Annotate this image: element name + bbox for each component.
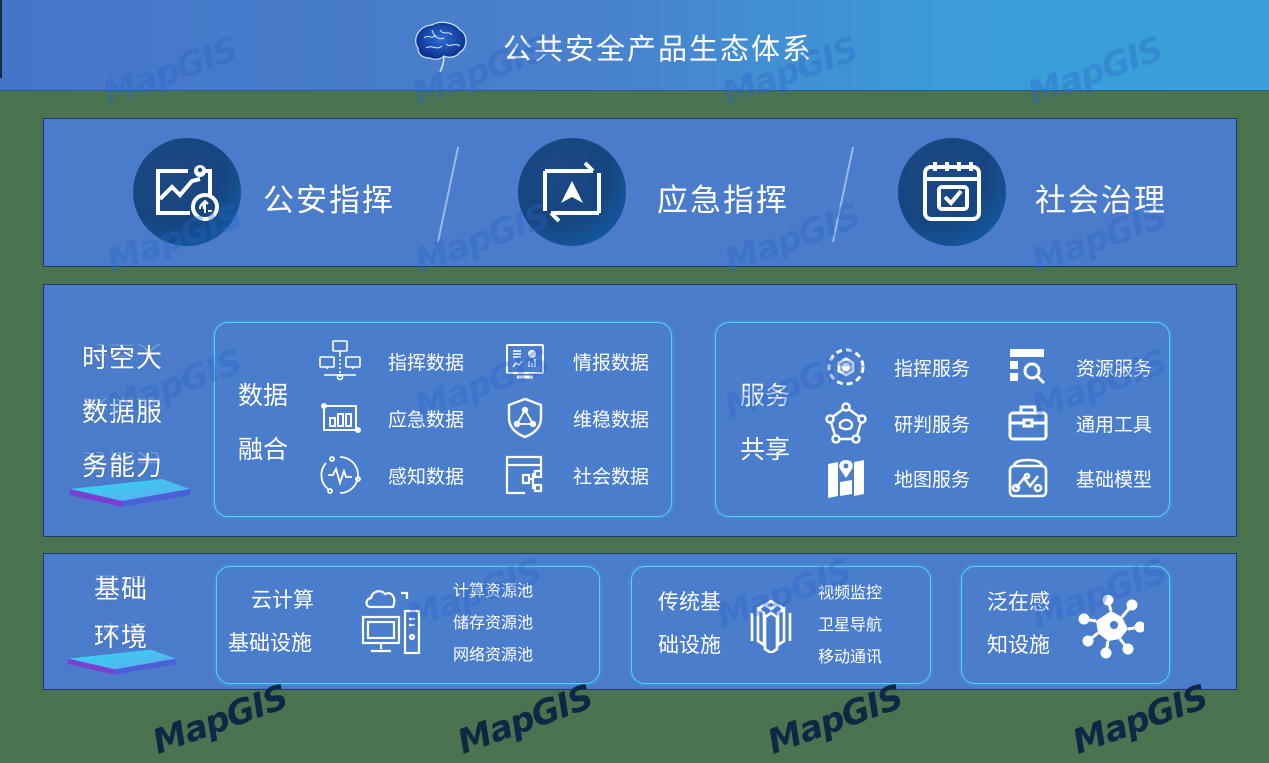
box-title: 泛在感 知设施 [987, 581, 1050, 667]
service-item-model[interactable]: 基础模型 [1006, 456, 1152, 500]
app-label: 应急指挥 [657, 183, 789, 219]
traditional-infrastructure-box[interactable]: 传统基 础设施 视频监控 卫星导航 移动通讯 [631, 566, 931, 684]
model-graph-icon [1008, 458, 1048, 498]
app-circle [898, 138, 1006, 246]
header-banner: 公共安全产品生态体系 [0, 0, 1269, 91]
section-title-infrastructure: 基础 环境 [94, 572, 148, 656]
list-item: 网络资源池 [453, 645, 534, 664]
item-label: 基础模型 [1076, 468, 1153, 491]
page-title: 公共安全产品生态体系 [503, 32, 814, 66]
list-item: 移动通讯 [818, 647, 883, 666]
app-label: 社会治理 [1035, 183, 1167, 219]
brain-icon [415, 21, 467, 73]
list-item: 储存资源池 [453, 613, 534, 632]
item-label: 感知数据 [388, 465, 465, 488]
app-circle [133, 138, 241, 246]
resource-list: 计算资源池 储存资源池 网络资源池 [453, 575, 533, 671]
item-label: 指挥服务 [894, 357, 971, 380]
box-title-line: 数据 [238, 381, 289, 410]
service-item-command[interactable]: 指挥服务 [824, 345, 970, 389]
app-police-command[interactable]: 公安指挥 [44, 119, 444, 266]
sensor-network-icon [1078, 595, 1144, 659]
list-item: 视频监控 [818, 583, 883, 602]
item-label: 维稳数据 [573, 408, 650, 431]
cloud-infrastructure-box[interactable]: 云计算 基础设施 计算资源池 储存资源池 网络资源池 [216, 566, 600, 684]
navigation-arrow-icon [543, 161, 601, 223]
service-item-resource[interactable]: 资源服务 [1006, 345, 1152, 389]
infrastructure-panel: 基础 环境 云计算 基础设施 计算资源池 储存资源池 网络资源池 传统基 [43, 551, 1237, 690]
toolbox-icon [1008, 405, 1048, 441]
item-label: 社会数据 [573, 465, 650, 488]
title-line: 务能力 [82, 449, 163, 485]
box-title-line: 基础设施 [228, 631, 312, 655]
item-label: 情报数据 [573, 351, 650, 374]
box-title: 云计算 基础设施 [228, 579, 341, 665]
item-label: 应急数据 [388, 408, 465, 431]
pentagon-nodes-icon [825, 402, 867, 444]
watermark: MapGIS [452, 677, 598, 763]
data-item-social[interactable]: 社会数据 [503, 453, 649, 497]
box-title-line: 服务 [740, 381, 791, 410]
title-line: 环境 [94, 620, 148, 656]
network-computers-icon [319, 340, 361, 381]
ubiquitous-sensing-box[interactable]: 泛在感 知设施 [961, 566, 1170, 684]
applications-panel: 公安指挥 应急指挥 社会治理 MapGIS MapG [43, 118, 1237, 282]
item-label: 资源服务 [1076, 357, 1153, 380]
watermark: MapGIS [762, 677, 908, 763]
edge-line [0, 0, 2, 78]
item-label: 研判服务 [894, 413, 971, 436]
box-title-line: 传统基 [658, 590, 721, 614]
data-fusion-box: 数据 融合 指挥数据 情报数据 [214, 322, 672, 517]
box-title: 服务 共享 [740, 369, 790, 477]
app-emergency-command[interactable]: 应急指挥 [444, 119, 844, 266]
app-circle [518, 138, 626, 246]
watermark: MapGIS [147, 677, 293, 763]
facility-list: 视频监控 卫星导航 移动通讯 [818, 577, 882, 673]
service-sharing-box: 服务 共享 指挥服务 资源服务 [715, 322, 1170, 517]
item-label: 通用工具 [1076, 413, 1153, 436]
item-label: 地图服务 [894, 468, 971, 491]
data-item-stability[interactable]: 维稳数据 [503, 396, 649, 440]
box-title-line: 泛在感 [987, 590, 1050, 614]
box-title: 传统基 础设施 [658, 581, 721, 667]
data-item-perception[interactable]: 感知数据 [318, 453, 464, 497]
app-social-governance[interactable]: 社会治理 [844, 119, 1236, 266]
platform-icon [70, 479, 190, 507]
title-line: 基础 [94, 572, 148, 608]
cloud-computer-icon [361, 590, 421, 655]
bar-chart-icon [321, 403, 361, 433]
hexagon-gear-icon [827, 348, 865, 386]
title-line: 时空大 [82, 341, 163, 377]
window-hierarchy-icon [505, 455, 543, 495]
title-line: 数据服 [82, 395, 163, 431]
pulse-circle-icon [320, 456, 361, 494]
list-item: 计算资源池 [453, 581, 534, 600]
list-search-icon [1010, 349, 1046, 385]
box-title: 数据 融合 [238, 369, 288, 477]
service-item-map[interactable]: 地图服务 [824, 456, 970, 500]
app-label: 公安指挥 [263, 183, 395, 219]
data-item-intelligence[interactable]: 情报数据 [503, 339, 649, 383]
section-title-data-services: 时空大 数据服 务能力 [82, 341, 163, 485]
data-item-emergency[interactable]: 应急数据 [318, 396, 464, 440]
watermark: MapGIS [1067, 677, 1213, 763]
data-services-panel: 时空大 数据服 务能力 数据 融合 指挥数据 [43, 284, 1237, 537]
box-title-line: 础设施 [658, 633, 721, 657]
service-item-tools[interactable]: 通用工具 [1006, 401, 1152, 445]
platform-icon [68, 649, 176, 675]
map-route-chart-icon [156, 165, 219, 221]
box-title-line: 共享 [740, 435, 791, 464]
item-label: 指挥数据 [388, 351, 465, 374]
map-pin-icon [828, 460, 864, 498]
building-blocks-icon [750, 599, 792, 653]
box-title-line: 融合 [238, 435, 289, 464]
box-title-line: 知设施 [987, 633, 1050, 657]
box-title-line: 云计算 [251, 588, 314, 612]
shield-triangle-icon [507, 397, 543, 439]
list-item: 卫星导航 [818, 615, 883, 634]
dashboard-monitor-icon [506, 344, 544, 379]
calendar-check-icon [923, 162, 981, 221]
data-item-command[interactable]: 指挥数据 [318, 339, 464, 383]
service-item-analysis[interactable]: 研判服务 [824, 401, 970, 445]
